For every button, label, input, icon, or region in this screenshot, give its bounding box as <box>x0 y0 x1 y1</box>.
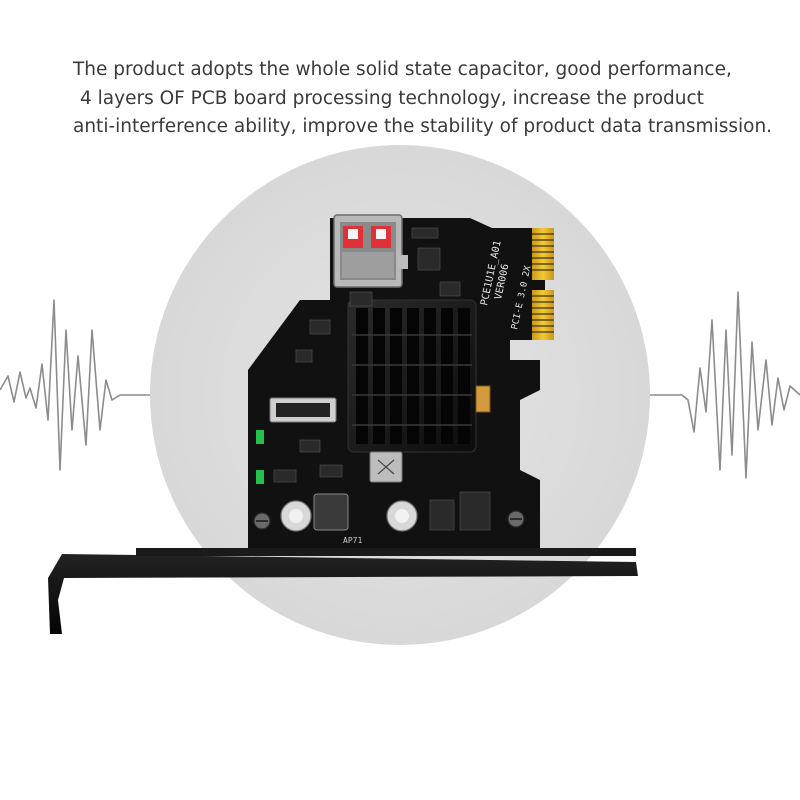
waveform-icon <box>0 299 150 471</box>
caption-line-2: 4 layers OF PCB board processing technol… <box>80 88 704 109</box>
caption-line-3: anti-interference ability, improve the s… <box>73 116 773 137</box>
capacitor-right <box>386 500 418 532</box>
gold-finger-bottom <box>532 290 554 340</box>
led-indicator <box>256 430 264 444</box>
led-indicator <box>256 470 264 484</box>
screw-left <box>253 512 271 530</box>
waveform-icon <box>650 291 800 479</box>
heatsink <box>347 299 477 453</box>
inductor <box>313 493 349 531</box>
low-profile-bracket <box>48 548 638 634</box>
capacitor-left <box>280 500 312 532</box>
silkscreen-parts: AP71 <box>343 536 362 545</box>
smd-components <box>273 227 491 531</box>
usb-port <box>333 214 408 288</box>
screw-right <box>507 510 525 528</box>
caption-line-1: The product adopts the whole solid state… <box>73 59 732 80</box>
internal-connector <box>269 397 337 423</box>
gold-finger-top <box>532 228 554 280</box>
crystal <box>369 451 403 483</box>
amber-component <box>475 385 491 413</box>
